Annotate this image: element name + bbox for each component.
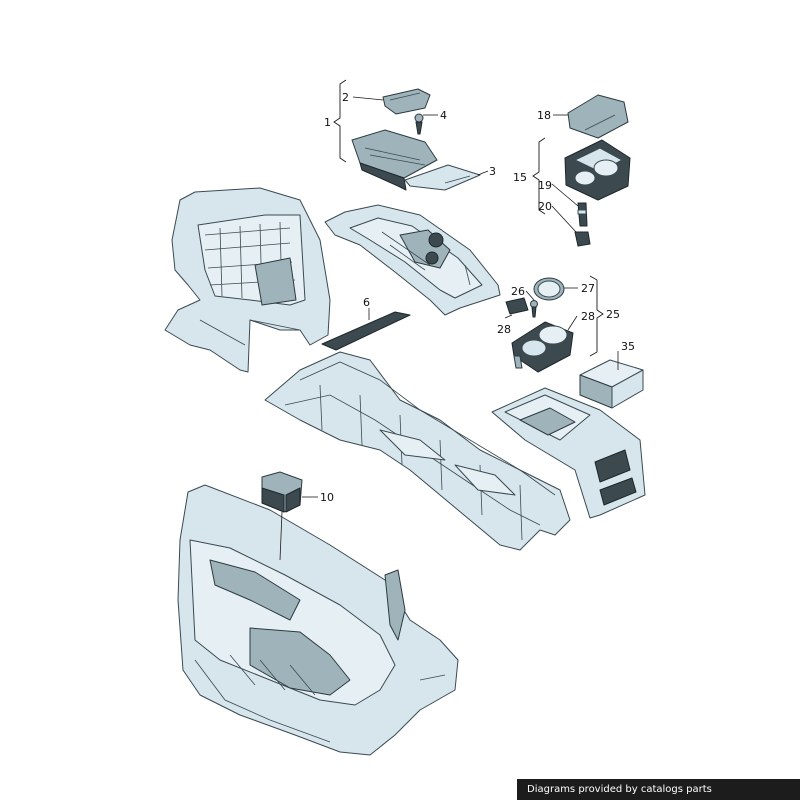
part-2-tray: [382, 88, 431, 115]
part-4-screw: [414, 113, 424, 135]
console-frame: [264, 351, 571, 551]
part-26-screw: [530, 300, 538, 318]
callout-2: 2: [342, 91, 349, 104]
part-6-trim-strip: [321, 311, 411, 351]
part-3-cover: [404, 164, 481, 191]
group-brackets: [333, 79, 604, 357]
part-28-pad: [505, 297, 529, 315]
callout-28-pad: 28: [497, 323, 511, 336]
callout-19: 19: [538, 179, 552, 192]
callout-4: 4: [440, 109, 447, 122]
rear-console-armrest: [491, 387, 646, 519]
callout-1: 1: [324, 116, 331, 129]
part-27-ring: [533, 277, 565, 301]
callout-20: 20: [538, 200, 552, 213]
door-panel: [177, 484, 459, 756]
callout-25: 25: [606, 308, 620, 321]
dashboard-section: [164, 187, 331, 373]
callout-28-insert: 28: [581, 310, 595, 323]
part-19-clip: [577, 202, 588, 227]
part-1-storage-box: [351, 129, 438, 191]
callout-15: 15: [513, 171, 527, 184]
part-35-box: [579, 359, 644, 409]
callout-27: 27: [581, 282, 595, 295]
callout-26: 26: [511, 285, 525, 298]
part-10-switch: [261, 471, 303, 513]
console-trim-panel: [324, 204, 501, 316]
callout-3: 3: [489, 165, 496, 178]
callout-6: 6: [363, 296, 370, 309]
callout-18: 18: [537, 109, 551, 122]
callout-35: 35: [621, 340, 635, 353]
part-18-lid: [567, 94, 629, 139]
part-28-cupholder-insert: [511, 321, 574, 373]
leader-lines: [279, 96, 619, 561]
callout-10: 10: [320, 491, 334, 504]
callout-labels: 1 2 3 4 6 10 15 18 19 20 25 26 27 28 28 …: [320, 91, 635, 504]
part-15-cupholder: [564, 139, 631, 201]
credit-banner: Diagrams provided by catalogs parts: [517, 779, 800, 800]
part-20-bushing: [574, 231, 591, 247]
